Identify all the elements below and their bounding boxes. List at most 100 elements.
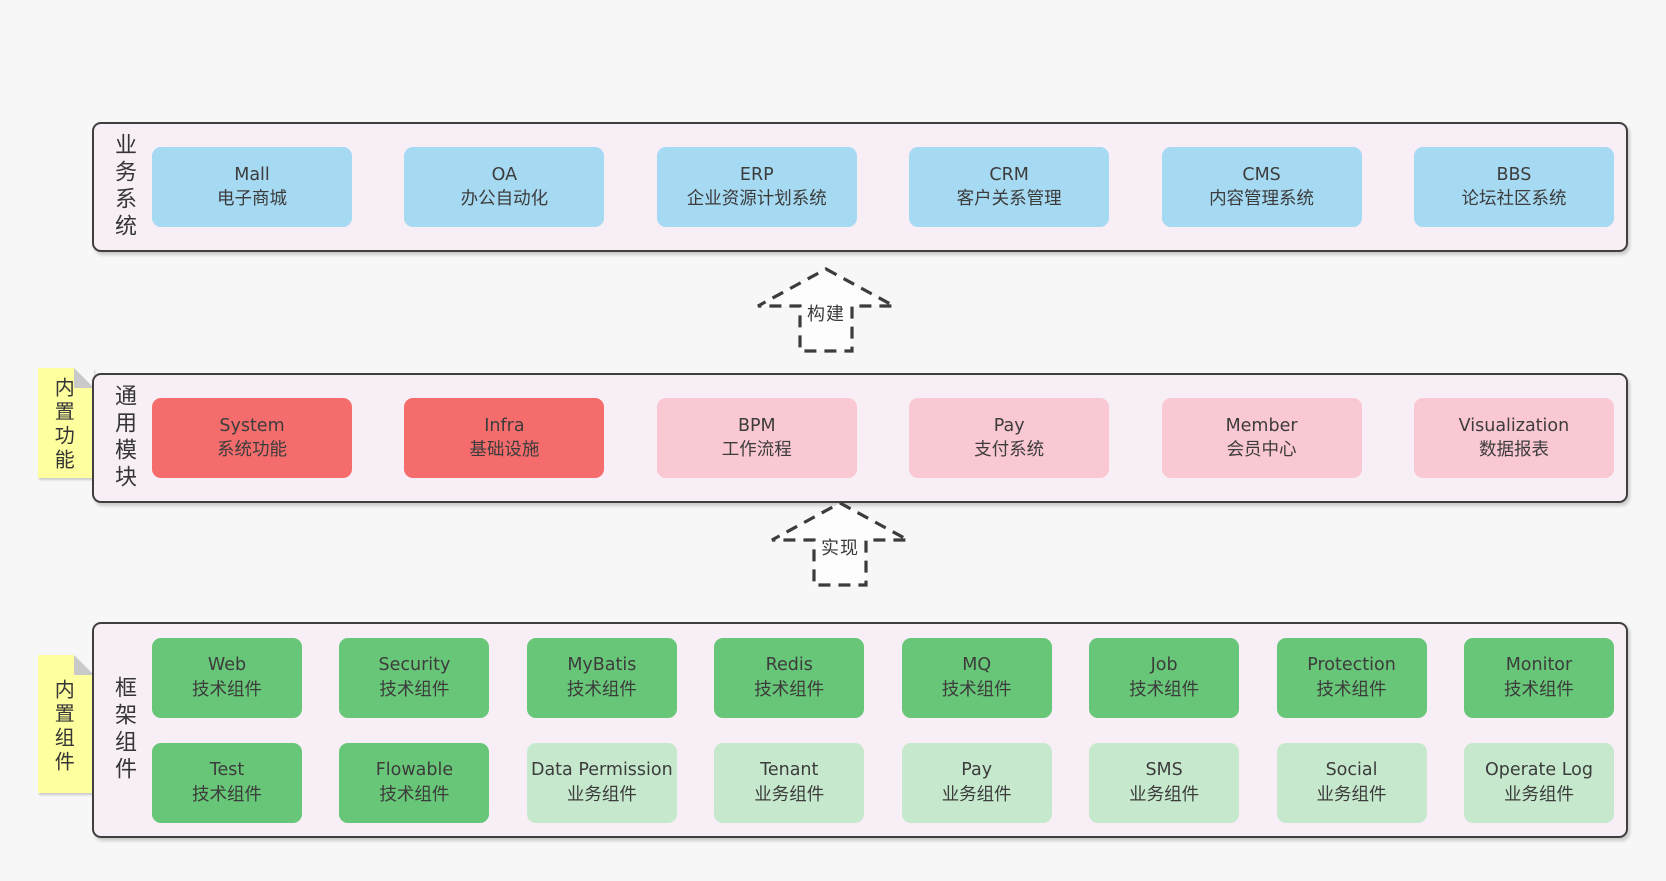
box-title: BPM bbox=[737, 415, 776, 436]
box-redis: Redis 技术组件 bbox=[714, 637, 865, 718]
box-title: ERP bbox=[739, 164, 774, 185]
box-title: Operate Log bbox=[1484, 760, 1593, 781]
box-title: MQ bbox=[962, 655, 992, 676]
box-subtitle: 数据报表 bbox=[1478, 440, 1549, 460]
box-sms: SMS 业务组件 bbox=[1089, 742, 1240, 823]
layer-label-framework-components: 框架组件 bbox=[111, 676, 136, 784]
box-subtitle: 技术组件 bbox=[1129, 679, 1200, 700]
box-flowable: Flowable 技术组件 bbox=[339, 742, 490, 823]
implement-arrow-label: 实现 bbox=[817, 533, 863, 561]
folded-corner-icon bbox=[74, 368, 94, 388]
box-title: Data Permission bbox=[530, 760, 673, 781]
box-title: Monitor bbox=[1505, 655, 1573, 676]
box-subtitle: 业务组件 bbox=[941, 784, 1012, 805]
build-arrow: 构建 bbox=[755, 266, 897, 354]
box-subtitle: 系统功能 bbox=[217, 440, 287, 460]
box-pay: Pay 支付系统 bbox=[909, 398, 1110, 478]
box-visualization: Visualization 数据报表 bbox=[1413, 398, 1614, 478]
box-title: System bbox=[219, 415, 285, 436]
box-mq: MQ 技术组件 bbox=[901, 637, 1052, 718]
box-subtitle: 企业资源计划系统 bbox=[686, 189, 827, 209]
implement-arrow: 实现 bbox=[769, 500, 911, 588]
box-subtitle: 业务组件 bbox=[566, 784, 637, 805]
framework-components-row-2: Test 技术组件 Flowable 技术组件 Data Permission 业务组件 T… bbox=[152, 742, 1614, 823]
box-subtitle: 工作流程 bbox=[721, 440, 792, 460]
box-subtitle: 技术组件 bbox=[1503, 679, 1574, 700]
box-bbs: BBS 论坛社区系统 bbox=[1413, 147, 1614, 227]
box-title: Pay bbox=[961, 760, 993, 781]
box-subtitle: 业务组件 bbox=[1503, 784, 1574, 805]
box-job: Job 技术组件 bbox=[1089, 637, 1240, 718]
box-title: Member bbox=[1225, 415, 1298, 436]
box-subtitle: 业务组件 bbox=[1129, 784, 1200, 805]
box-subtitle: 支付系统 bbox=[974, 440, 1045, 460]
box-test: Test 技术组件 bbox=[152, 742, 302, 823]
box-pay: Pay 业务组件 bbox=[901, 742, 1052, 823]
box-title: SMS bbox=[1145, 760, 1183, 781]
box-subtitle: 办公自动化 bbox=[460, 189, 549, 209]
box-title: Infra bbox=[484, 415, 525, 436]
box-title: OA bbox=[491, 164, 518, 185]
box-title: Flowable bbox=[375, 760, 454, 781]
box-subtitle: 技术组件 bbox=[754, 679, 825, 700]
box-title: Security bbox=[378, 655, 451, 676]
box-title: CMS bbox=[1242, 164, 1281, 185]
build-arrow-label: 构建 bbox=[803, 299, 849, 327]
box-subtitle: 技术组件 bbox=[1316, 679, 1387, 700]
box-monitor: Monitor 技术组件 bbox=[1463, 637, 1614, 718]
box-title: Job bbox=[1150, 655, 1178, 676]
box-bpm: BPM 工作流程 bbox=[656, 398, 857, 478]
sticky-note-built-in-features: 内置功能 bbox=[38, 368, 94, 478]
box-title: Pay bbox=[993, 415, 1025, 436]
folded-corner-icon bbox=[74, 655, 94, 675]
box-title: Protection bbox=[1307, 655, 1396, 676]
box-title: Test bbox=[209, 760, 245, 781]
sticky-note-text: 内置组件 bbox=[51, 678, 76, 775]
box-title: Social bbox=[1325, 760, 1378, 781]
box-title: BBS bbox=[1496, 164, 1532, 185]
box-system: System 系统功能 bbox=[152, 398, 352, 478]
box-subtitle: 技术组件 bbox=[379, 679, 450, 700]
box-member: Member 会员中心 bbox=[1161, 398, 1362, 478]
sticky-note-built-in-components: 内置组件 bbox=[38, 655, 94, 793]
box-protection: Protection 技术组件 bbox=[1276, 637, 1427, 718]
box-mybatis: MyBatis 技术组件 bbox=[526, 637, 677, 718]
box-title: Redis bbox=[765, 655, 813, 676]
layer-label-business-systems: 业务系统 bbox=[111, 133, 136, 241]
layer-label-common-modules: 通用模块 bbox=[111, 384, 136, 492]
box-data-permission: Data Permission 业务组件 bbox=[526, 742, 677, 823]
box-title: MyBatis bbox=[567, 655, 637, 676]
box-social: Social 业务组件 bbox=[1276, 742, 1427, 823]
box-title: CRM bbox=[989, 164, 1029, 185]
box-subtitle: 技术组件 bbox=[379, 784, 450, 805]
box-oa: OA 办公自动化 bbox=[404, 147, 605, 227]
box-subtitle: 技术组件 bbox=[192, 679, 262, 700]
box-subtitle: 会员中心 bbox=[1226, 440, 1297, 460]
box-subtitle: 业务组件 bbox=[1316, 784, 1387, 805]
box-subtitle: 业务组件 bbox=[754, 784, 825, 805]
box-crm: CRM 客户关系管理 bbox=[909, 147, 1110, 227]
box-security: Security 技术组件 bbox=[339, 637, 490, 718]
box-subtitle: 技术组件 bbox=[941, 679, 1012, 700]
box-title: Visualization bbox=[1458, 415, 1570, 436]
box-title: Mall bbox=[234, 164, 270, 185]
box-erp: ERP 企业资源计划系统 bbox=[656, 147, 857, 227]
box-subtitle: 客户关系管理 bbox=[956, 189, 1062, 209]
box-subtitle: 论坛社区系统 bbox=[1461, 189, 1567, 209]
box-subtitle: 技术组件 bbox=[192, 784, 262, 805]
sticky-note-text: 内置功能 bbox=[51, 377, 76, 474]
box-subtitle: 技术组件 bbox=[566, 679, 637, 700]
